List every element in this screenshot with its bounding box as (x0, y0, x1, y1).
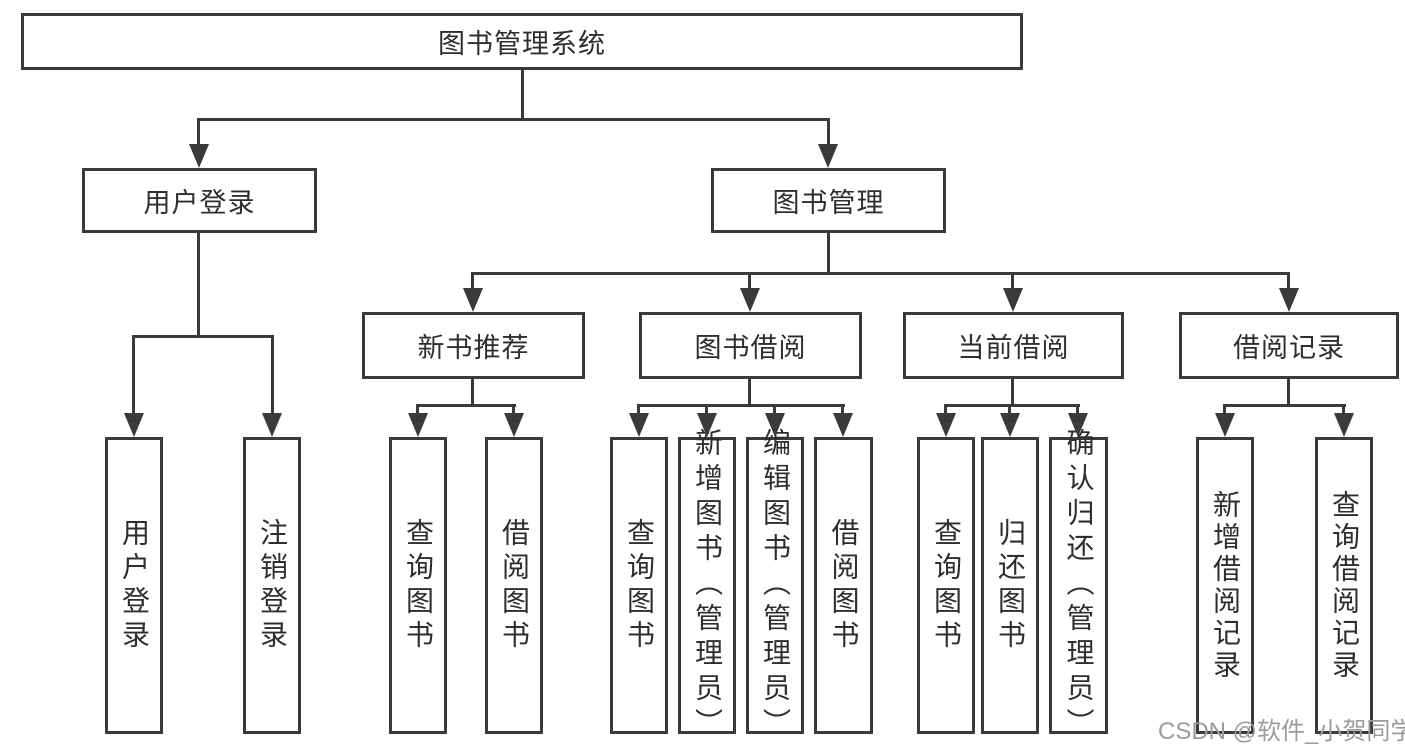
arrow-down-icon (833, 413, 853, 437)
leaf-edit-book-admin: 编辑图书（管理员） (746, 428, 804, 743)
edge-line (132, 335, 135, 415)
leaf-add-borrow-record-label: 新增借阅记录 (1210, 489, 1241, 682)
node-new-book-recommend: 新书推荐 (362, 312, 585, 379)
leaf-user-login-label: 用户登录 (119, 517, 150, 654)
arrow-down-icon (818, 144, 838, 168)
arrow-down-icon (740, 288, 760, 312)
leaf-query-book-rec: 查询图书 (389, 437, 447, 734)
edge-line (1008, 404, 1011, 418)
leaf-edit-book-admin-label: 编辑图书（管理员） (760, 428, 791, 743)
edge-line (197, 233, 200, 337)
arrow-down-icon (1215, 413, 1235, 437)
node-book-management: 图书管理 (711, 168, 946, 233)
leaf-query-borrow-record-label: 查询借阅记录 (1329, 489, 1360, 682)
leaf-borrow-book-rec: 借阅图书 (485, 437, 543, 734)
edge-line (827, 118, 830, 150)
leaf-query-book-rec-label: 查询图书 (403, 517, 434, 654)
watermark: CSDN @软件_小贺同学 (1158, 718, 1405, 745)
edge-line (705, 404, 708, 418)
edge-line (197, 118, 830, 121)
arrow-down-icon (463, 288, 483, 312)
arrow-down-icon (697, 413, 717, 437)
node-current-borrow: 当前借阅 (903, 312, 1124, 379)
node-new-book-recommend-label: 新书推荐 (417, 333, 530, 363)
leaf-confirm-return-admin-label: 确认归还（管理员） (1063, 428, 1095, 743)
arrow-down-icon (189, 144, 209, 168)
edge-line (637, 404, 845, 407)
node-borrow-records: 借阅记录 (1179, 312, 1399, 379)
edge-line (1011, 379, 1014, 406)
edge-line (748, 272, 751, 290)
node-root: 图书管理系统 (21, 13, 1023, 70)
leaf-query-book-current: 查询图书 (917, 437, 975, 734)
node-user-login: 用户登录 (82, 168, 317, 233)
leaf-borrow-book-rec-label: 借阅图书 (499, 517, 530, 654)
leaf-confirm-return-admin: 确认归还（管理员） (1049, 428, 1108, 743)
edge-line (471, 272, 474, 290)
leaf-query-book-current-label: 查询图书 (931, 517, 962, 654)
leaf-logout: 注销登录 (243, 437, 301, 734)
arrow-down-icon (629, 413, 649, 437)
arrow-down-icon (1003, 288, 1023, 312)
edge-line (416, 404, 419, 418)
edge-line (1223, 404, 1226, 418)
leaf-return-book: 归还图书 (981, 437, 1039, 734)
edge-line (1287, 272, 1290, 290)
node-current-borrow-label: 当前借阅 (957, 333, 1070, 363)
edge-line (471, 379, 474, 406)
edge-line (944, 404, 947, 418)
edge-line (748, 379, 751, 406)
leaf-user-login: 用户登录 (105, 437, 163, 734)
arrow-down-icon (504, 413, 524, 437)
node-user-login-label: 用户登录 (143, 188, 256, 218)
edge-line (271, 335, 274, 415)
leaf-borrow-book-borrow: 借阅图书 (814, 437, 873, 734)
leaf-logout-label: 注销登录 (257, 517, 288, 654)
node-book-management-label: 图书管理 (772, 188, 885, 218)
edge-line (132, 335, 274, 338)
node-borrow-records-label: 借阅记录 (1233, 333, 1345, 363)
arrow-down-icon (1279, 288, 1299, 312)
arrow-down-icon (1068, 413, 1088, 437)
edge-line (773, 404, 776, 418)
edge-line (521, 70, 524, 120)
leaf-add-borrow-record: 新增借阅记录 (1196, 437, 1254, 734)
edge-line (1287, 379, 1290, 406)
arrow-down-icon (408, 413, 428, 437)
arrow-down-icon (765, 413, 785, 437)
leaf-query-borrow-record: 查询借阅记录 (1315, 437, 1373, 734)
edge-line (944, 404, 1080, 407)
edge-line (1342, 404, 1345, 418)
arrow-down-icon (1000, 413, 1020, 437)
arrow-down-icon (124, 413, 144, 437)
edge-line (416, 404, 516, 407)
leaf-query-book-borrow: 查询图书 (610, 437, 668, 734)
arrow-down-icon (262, 413, 282, 437)
edge-line (841, 404, 844, 418)
leaf-return-book-label: 归还图书 (995, 517, 1026, 654)
node-root-label: 图书管理系统 (438, 29, 606, 59)
leaf-add-book-admin-label: 新增图书（管理员） (692, 428, 723, 743)
edge-line (1223, 404, 1346, 407)
edge-line (637, 404, 640, 418)
edge-line (197, 118, 200, 150)
edge-line (827, 233, 830, 275)
arrow-down-icon (936, 413, 956, 437)
leaf-add-book-admin: 新增图书（管理员） (678, 428, 736, 743)
edge-line (1011, 272, 1014, 290)
node-book-borrow-label: 图书借阅 (694, 333, 807, 363)
edge-line (512, 404, 515, 418)
node-book-borrow: 图书借阅 (639, 312, 862, 379)
edge-line (471, 272, 1290, 275)
leaf-borrow-book-borrow-label: 借阅图书 (828, 517, 860, 654)
arrow-down-icon (1334, 413, 1354, 437)
edge-line (1076, 404, 1079, 418)
leaf-query-book-borrow-label: 查询图书 (624, 517, 655, 654)
